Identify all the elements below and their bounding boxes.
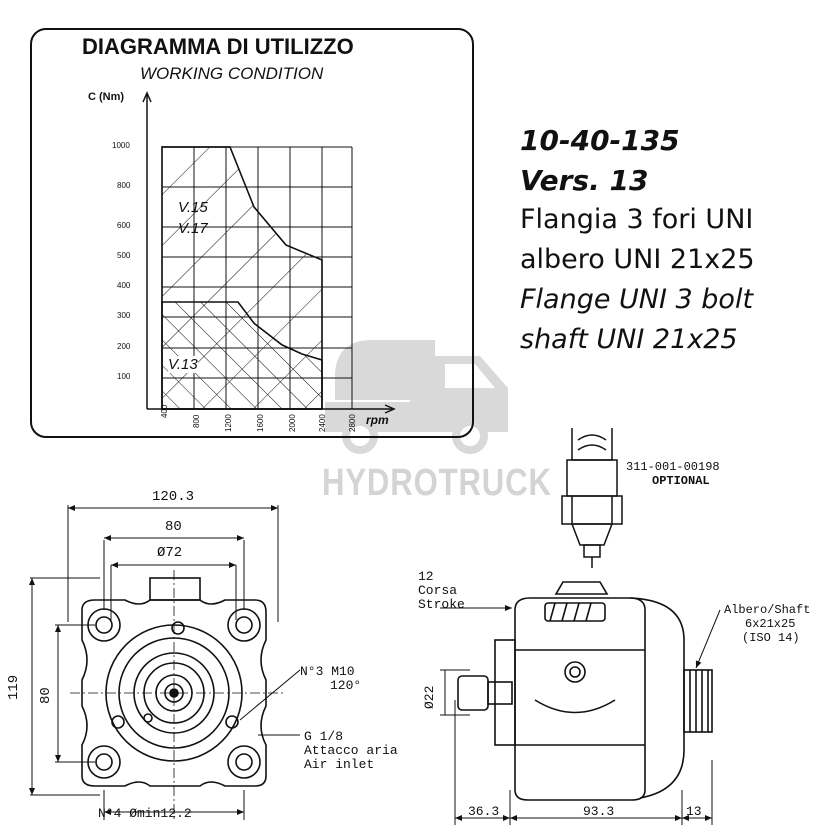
x-tick-2800: 2800 <box>348 414 357 432</box>
y-tick-600: 600 <box>117 221 131 230</box>
dim-plunger-diameter: Ø22 <box>422 685 437 709</box>
shaft-note-2: 6x21x25 <box>745 617 796 631</box>
sensor-code: 311-001-00198 <box>626 460 720 474</box>
watermark-text: HYDROTRUCK <box>322 462 552 504</box>
dim-height-total: 119 <box>6 674 22 700</box>
dim-width-total: 120.3 <box>152 489 195 505</box>
spec-line-en-2: shaft UNI 21x25 <box>520 324 738 355</box>
stroke-note-3: Stroke <box>418 597 465 612</box>
spec-line-it-2: albero UNI 21x25 <box>520 244 755 275</box>
y-tick-800: 800 <box>117 181 131 190</box>
dim-shaft-length: 13 <box>686 804 702 819</box>
chart-title: DIAGRAMMA DI UTILIZZO <box>82 34 354 59</box>
x-tick-1600: 1600 <box>256 414 265 432</box>
x-tick-400: 400 <box>160 404 169 418</box>
dim-pilot-diameter: Ø72 <box>157 545 183 561</box>
spec-line-it-1: Flangia 3 fori UNI <box>520 204 754 235</box>
chart-frame <box>30 28 474 438</box>
air-inlet-note-1: G 1/8 <box>304 729 344 744</box>
x-axis-label: rpm <box>366 413 389 427</box>
air-inlet-note-2: Attacco aria <box>304 743 398 758</box>
x-tick-2000: 2000 <box>288 414 297 432</box>
chart-series <box>161 146 323 410</box>
side-view-drawing <box>440 581 721 825</box>
spec-line-en-1: Flange UNI 3 bolt <box>520 284 754 315</box>
y-tick-400: 400 <box>117 281 131 290</box>
chart-subtitle: WORKING CONDITION <box>140 64 324 83</box>
air-inlet-note-3: Air inlet <box>304 757 375 772</box>
chart-axes <box>142 91 396 414</box>
pressure-switch-drawing <box>561 428 623 568</box>
y-tick-1000: 1000 <box>112 141 130 150</box>
stroke-note-1: 12 <box>418 569 434 584</box>
dim-width-holes: 80 <box>165 519 182 535</box>
product-version: Vers. 13 <box>520 164 649 197</box>
series-label-v15: V.15 <box>178 199 208 216</box>
shaft-note-3: (ISO 14) <box>742 631 800 645</box>
y-tick-200: 200 <box>117 342 131 351</box>
x-tick-1200: 1200 <box>224 414 233 432</box>
product-code: 10-40-135 <box>520 124 680 157</box>
y-tick-300: 300 <box>117 311 131 320</box>
dim-left-offset: 36.3 <box>468 804 500 819</box>
sensor-optional-label: OPTIONAL <box>652 474 710 488</box>
shaft-note-1: Albero/Shaft <box>724 603 811 617</box>
y-tick-100: 100 <box>117 372 131 381</box>
thread-note-1: N°3 M10 <box>300 664 355 679</box>
stroke-note-2: Corsa <box>418 583 458 598</box>
y-axis-label: C (Nm) <box>88 91 125 103</box>
series-label-v13: V.13 <box>168 356 198 373</box>
x-tick-800: 800 <box>192 414 201 428</box>
series-label-v17: V.17 <box>178 220 208 237</box>
x-tick-2400: 2400 <box>318 414 327 432</box>
holes-note: N°4 Ømin12.2 <box>98 806 192 821</box>
y-tick-500: 500 <box>117 251 131 260</box>
thread-note-2: 120° <box>330 678 362 693</box>
dim-height-holes: 80 <box>38 687 54 704</box>
dim-body-length: 93.3 <box>583 804 615 819</box>
front-view-drawing <box>29 505 301 820</box>
